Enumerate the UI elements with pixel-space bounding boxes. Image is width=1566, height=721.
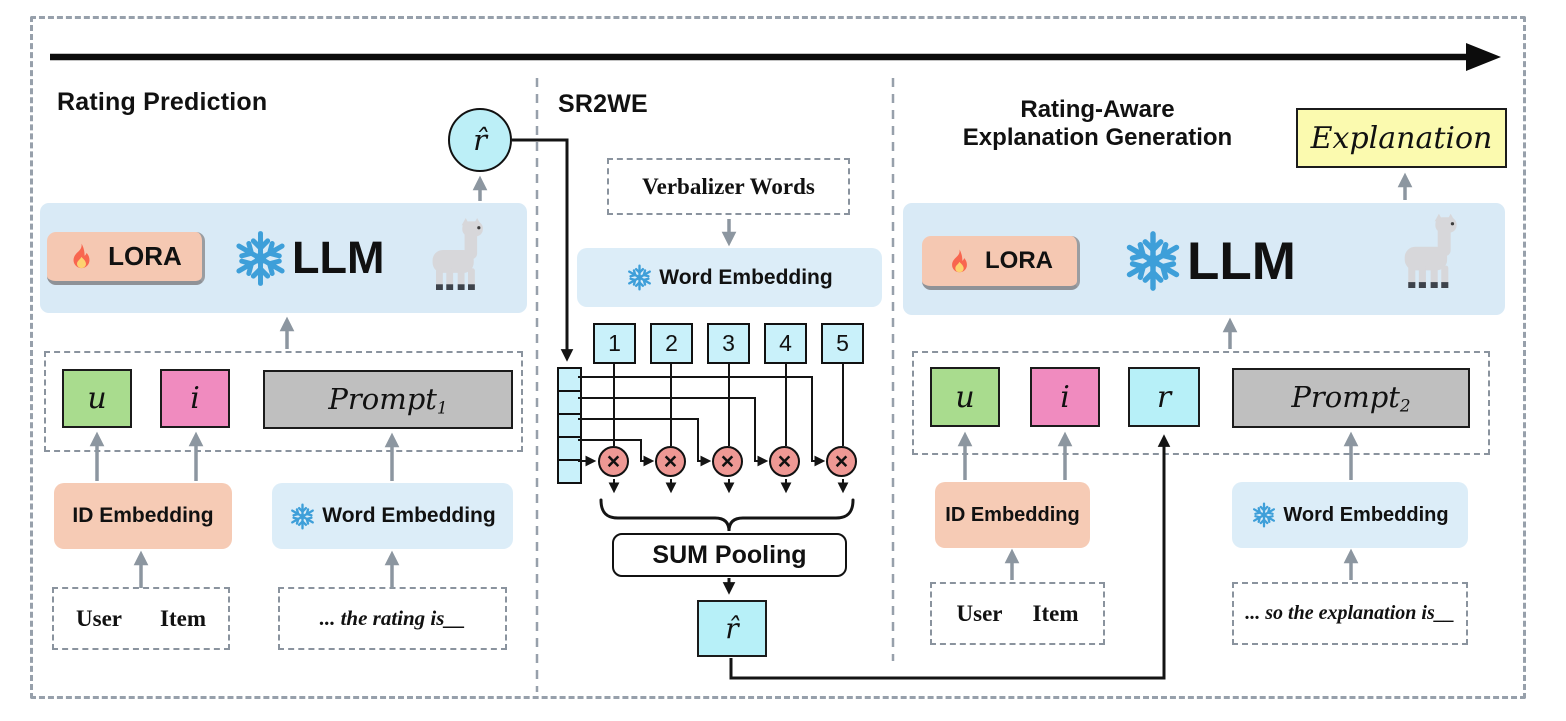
item-label: Item: [1032, 600, 1079, 626]
multiply-icon: ×: [720, 448, 735, 474]
vector-cell: [557, 459, 582, 484]
user-label: User: [956, 600, 1003, 626]
prompt1-token: Prompt1: [263, 370, 513, 429]
item-token-left: i: [160, 369, 230, 428]
item-label: Item: [160, 605, 206, 631]
input-sequence-right: [912, 351, 1490, 455]
multiply-icon: ×: [834, 448, 849, 474]
word-id: 3: [722, 330, 735, 356]
multiply-icon: ×: [777, 448, 792, 474]
fire-icon: [946, 248, 973, 275]
multiply-node-1: ×: [598, 446, 629, 477]
word-id: 1: [608, 330, 621, 356]
user-label: User: [76, 605, 122, 631]
prompt2-token: Prompt2: [1232, 368, 1470, 428]
item-token-label: i: [1060, 379, 1070, 415]
lora-adapter-left: LORA: [47, 232, 205, 285]
soft-rating-label: r̂: [725, 612, 739, 645]
explanation-label: Explanation: [1310, 120, 1493, 156]
verbalizer-word-3: 3: [707, 323, 750, 364]
item-token-label: i: [190, 381, 200, 416]
user-item-source-right: User Item: [930, 582, 1105, 645]
soft-rating-vector: [557, 367, 582, 484]
sr2we-title: SR2WE: [558, 90, 648, 118]
word-embedding-right: Word Embedding: [1232, 482, 1468, 548]
predicted-rating-label: r̂: [473, 123, 487, 157]
user-token-label: u: [955, 379, 975, 415]
id-embedding-right: ID Embedding: [935, 482, 1090, 548]
verbalizer-word-5: 5: [821, 323, 864, 364]
snowflake-icon: [289, 503, 316, 530]
word-id: 4: [779, 330, 792, 356]
rating-prediction-title: Rating Prediction: [57, 88, 268, 116]
word-id: 5: [836, 330, 849, 356]
user-token-left: u: [62, 369, 132, 428]
snowflake-icon: [1251, 502, 1277, 528]
lora-label: LORA: [985, 247, 1053, 274]
verbalizer-words-label: Verbalizer Words: [642, 173, 815, 199]
item-token-right: i: [1030, 367, 1100, 427]
fire-icon: [67, 242, 96, 271]
multiply-node-2: ×: [655, 446, 686, 477]
vector-cell: [557, 436, 582, 461]
llama-icon: [428, 216, 492, 305]
multiply-icon: ×: [606, 448, 621, 474]
user-token-label: u: [87, 381, 107, 416]
user-token-right: u: [930, 367, 1000, 427]
prompt1-text: ... the rating is__: [319, 606, 466, 630]
vector-cell: [557, 413, 582, 438]
explanation-generation-title: Rating-Aware Explanation Generation: [925, 96, 1270, 152]
vector-cell: [557, 390, 582, 415]
verbalizer-word-4: 4: [764, 323, 807, 364]
predicted-rating-node: r̂: [448, 108, 512, 172]
snowflake-icon: [1122, 230, 1184, 292]
snowflake-icon: [626, 264, 653, 291]
sum-pooling-label: SUM Pooling: [652, 540, 807, 569]
prompt2-text: ... so the explanation is__: [1245, 602, 1455, 624]
frozen-llm-right: LLM: [1122, 226, 1296, 296]
llm-label: LLM: [292, 232, 385, 283]
vector-cell: [557, 367, 582, 392]
lora-label: LORA: [108, 241, 182, 271]
verbalizer-words-box: Verbalizer Words: [607, 158, 850, 215]
word-embedding-label: Word Embedding: [659, 265, 833, 289]
multiply-node-3: ×: [712, 446, 743, 477]
word-embedding-label: Word Embedding: [1283, 503, 1449, 526]
sum-pooling-box: SUM Pooling: [612, 533, 847, 577]
user-item-source-left: User Item: [52, 587, 230, 650]
soft-rating-output: r̂: [697, 600, 767, 657]
llm-label: LLM: [1187, 231, 1296, 291]
verbalizer-word-2: 2: [650, 323, 693, 364]
id-embedding-label: ID Embedding: [945, 503, 1080, 526]
explanation-output-box: Explanation: [1296, 108, 1507, 168]
word-embedding-label: Word Embedding: [322, 504, 496, 527]
prompt2-label: Prompt2: [1291, 380, 1411, 416]
title-line-1: Rating-Aware: [1020, 96, 1175, 123]
figure-border: [30, 16, 1526, 699]
lora-adapter-right: LORA: [922, 236, 1080, 290]
prompt1-label: Prompt1: [328, 381, 448, 418]
word-embedding-middle: Word Embedding: [577, 248, 882, 307]
multiply-node-5: ×: [826, 446, 857, 477]
frozen-llm-left: LLM: [232, 224, 384, 292]
word-id: 2: [665, 330, 678, 356]
rating-token-label: r: [1156, 379, 1172, 415]
id-embedding-left: ID Embedding: [54, 483, 232, 549]
title-line-2: Explanation Generation: [962, 124, 1233, 151]
word-embedding-left: Word Embedding: [272, 483, 513, 549]
snowflake-icon: [232, 230, 289, 287]
verbalizer-word-1: 1: [593, 323, 636, 364]
rating-token-right: r: [1128, 367, 1200, 427]
prompt2-source: ... so the explanation is__: [1232, 582, 1468, 645]
id-embedding-label: ID Embedding: [72, 504, 214, 527]
multiply-icon: ×: [663, 448, 678, 474]
llama-icon: [1400, 210, 1466, 305]
multiply-node-4: ×: [769, 446, 800, 477]
input-sequence-left: [44, 351, 523, 452]
prompt1-source: ... the rating is__: [278, 587, 507, 650]
